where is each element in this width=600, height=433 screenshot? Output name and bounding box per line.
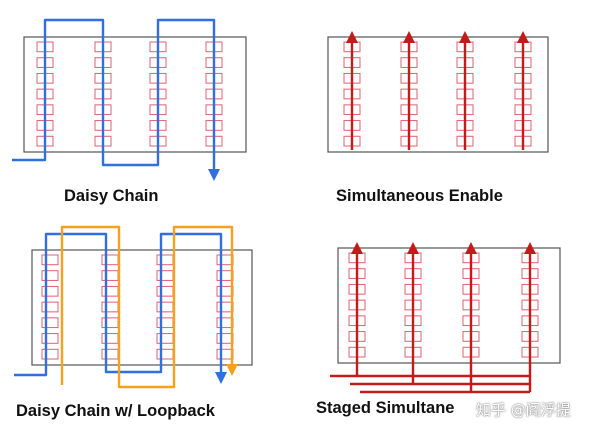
antenna-element [41, 333, 59, 344]
antenna-element [101, 285, 119, 297]
antenna-element [41, 270, 59, 281]
antenna-element [101, 317, 119, 329]
antenna-element [101, 270, 119, 281]
caption-simultaneous-enable: Simultaneous Enable [336, 187, 503, 205]
antenna-element [216, 317, 234, 329]
caption-staged-simultaneous: Staged Simultane [316, 399, 455, 417]
caption-daisy-chain-loopback: Daisy Chain w/ Loopback [16, 402, 215, 420]
antenna-element [101, 348, 119, 360]
antenna-element [41, 348, 59, 360]
antenna-element [156, 285, 174, 297]
antenna-element [41, 254, 59, 266]
antenna-element [156, 317, 174, 329]
panel-daisy-chain-loopback [14, 225, 253, 389]
antenna-element [216, 333, 234, 344]
antenna-element [156, 333, 174, 344]
array-frame [337, 247, 561, 364]
antenna-element [156, 270, 174, 281]
antenna-element [216, 301, 234, 313]
panel-daisy-chain [12, 18, 247, 181]
antenna-element [41, 301, 59, 313]
array-frame [327, 36, 549, 153]
antenna-element [41, 285, 59, 297]
antenna-element [156, 301, 174, 313]
antenna-element [101, 254, 119, 266]
panel-simultaneous-enable [327, 31, 549, 153]
array-frame [31, 249, 253, 366]
antenna-element [216, 348, 234, 360]
loopback-path [60, 225, 238, 389]
antenna-element [216, 270, 234, 281]
array-frame [23, 36, 247, 153]
caption-daisy-chain: Daisy Chain [64, 187, 159, 205]
antenna-element [156, 254, 174, 266]
panel-staged-simultaneous [330, 242, 561, 394]
antenna-element [216, 285, 234, 297]
signal-chain-path [12, 18, 220, 181]
antenna-element [101, 333, 119, 344]
antenna-element [156, 348, 174, 360]
signal-chain-path [14, 232, 227, 384]
watermark: 知乎 @阎浮提 [476, 401, 571, 419]
antenna-element [216, 254, 234, 266]
antenna-element [41, 317, 59, 329]
antenna-element [101, 301, 119, 313]
